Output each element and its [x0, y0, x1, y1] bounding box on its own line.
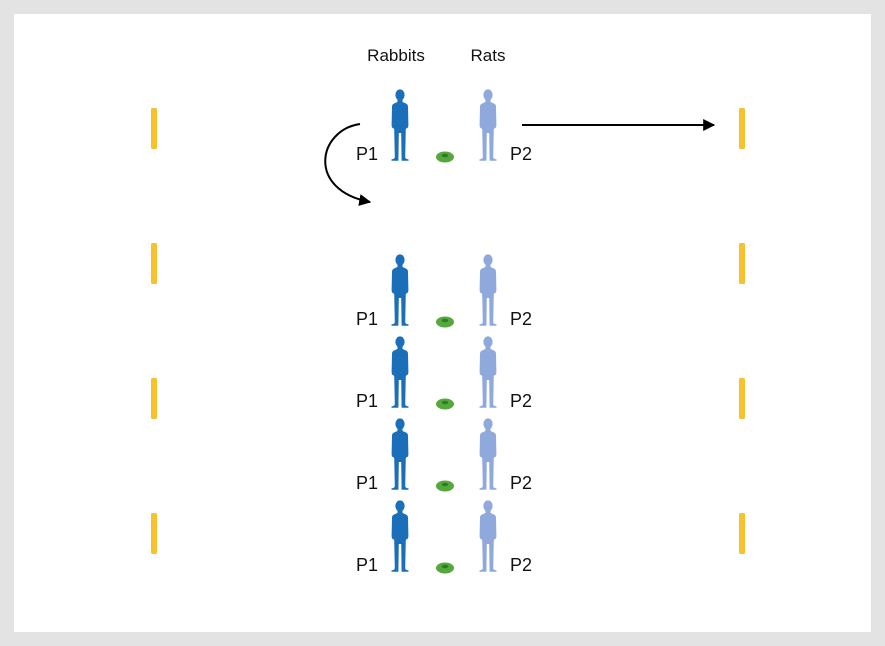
p2-label: P2 [510, 473, 532, 493]
person-silhouette-icon [479, 418, 497, 490]
curved-arrow-icon [324, 123, 372, 206]
p2-label: P2 [510, 309, 532, 329]
p2-label: P2 [510, 144, 532, 164]
person-silhouette-icon [479, 500, 497, 572]
p1-label: P1 [356, 555, 378, 575]
person-silhouette-icon [479, 89, 497, 161]
boundary-cone-icon [151, 108, 157, 149]
person-silhouette-icon [391, 336, 409, 408]
p2-label: P2 [510, 555, 532, 575]
person-silhouette-icon [391, 254, 409, 326]
cone-hole-icon [441, 400, 449, 405]
person-silhouette-icon [391, 418, 409, 490]
boundary-cone-icon [739, 108, 745, 149]
person-silhouette-icon [391, 500, 409, 572]
person-silhouette-icon [479, 336, 497, 408]
p1-label: P1 [356, 144, 378, 164]
boundary-cone-icon [739, 378, 745, 419]
boundary-cone-icon [739, 243, 745, 284]
boundary-cones [151, 108, 745, 554]
person-silhouette-icon [479, 254, 497, 326]
player-pair: P1 P2 [356, 89, 532, 164]
boundary-cone-icon [739, 513, 745, 554]
boundary-cone-icon [151, 378, 157, 419]
cone-hole-icon [441, 153, 449, 158]
cone-hole-icon [441, 482, 449, 487]
rats-header: Rats [471, 46, 506, 65]
p1-label: P1 [356, 309, 378, 329]
player-pair: P1 P2 [356, 418, 532, 493]
p2-label: P2 [510, 391, 532, 411]
cone-hole-icon [441, 564, 449, 569]
boundary-cone-icon [151, 513, 157, 554]
player-pair: P1 P2 [356, 254, 532, 329]
rabbits-header: Rabbits [367, 46, 425, 65]
cone-hole-icon [441, 318, 449, 323]
p1-label: P1 [356, 473, 378, 493]
p1-label: P1 [356, 391, 378, 411]
player-pair: P1 P2 [356, 336, 532, 411]
person-silhouette-icon [391, 89, 409, 161]
boundary-cone-icon [151, 243, 157, 284]
player-pair: P1 P2 [356, 500, 532, 575]
